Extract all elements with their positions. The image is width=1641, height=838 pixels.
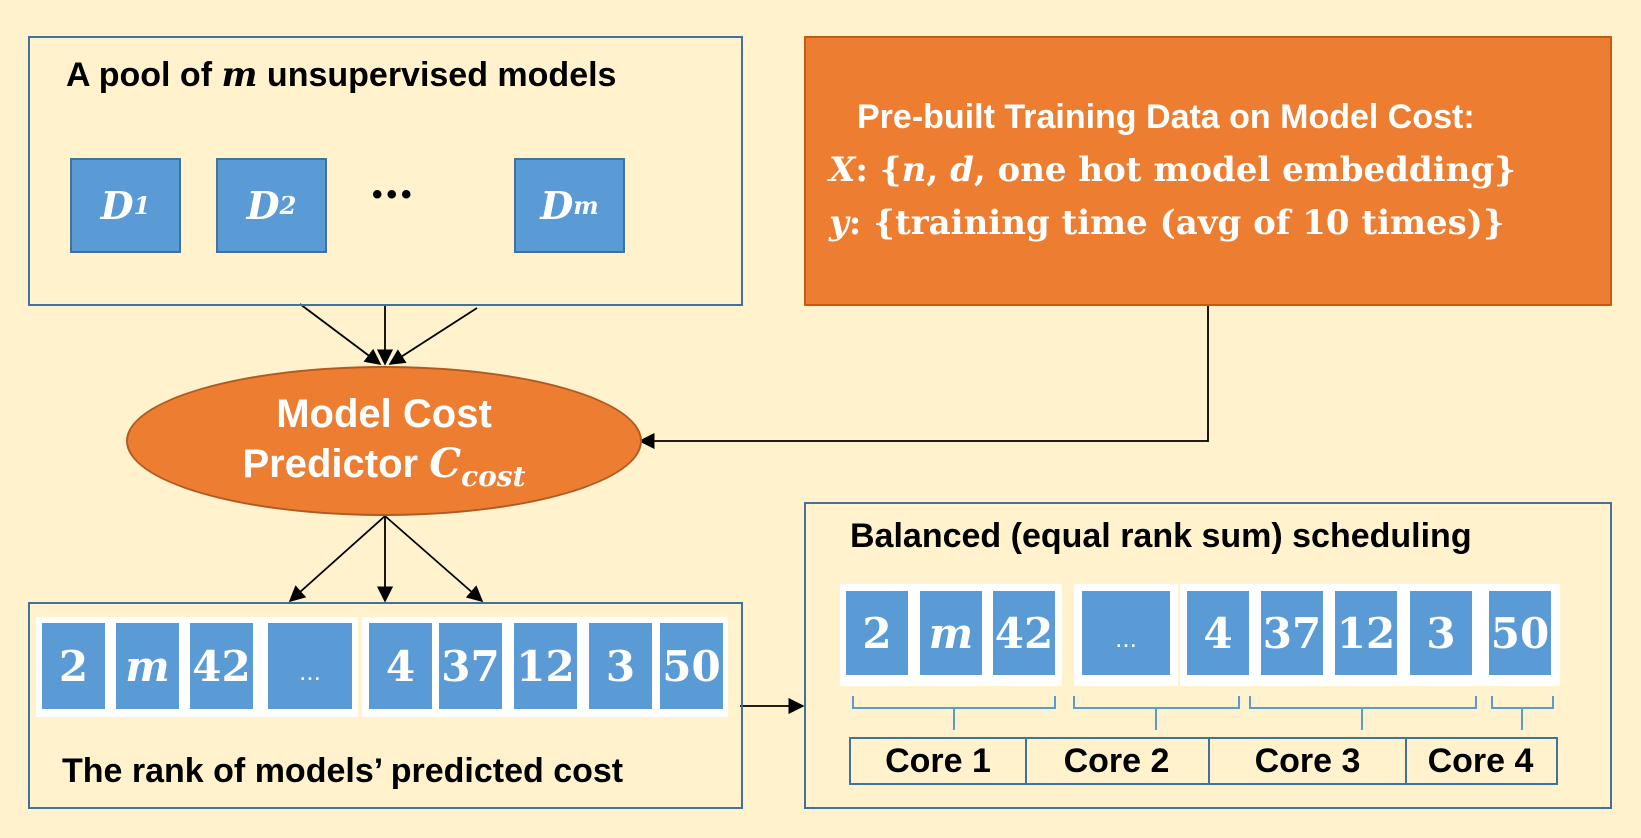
- arrow-predictor-left: [288, 515, 386, 603]
- training-data-box: [804, 36, 1612, 306]
- schedule-cell: 12: [1335, 591, 1397, 675]
- arrow-pool-right: [388, 307, 478, 365]
- core3-bracket: [1249, 696, 1477, 730]
- scheduling-box: [804, 502, 1612, 809]
- rank-box: [28, 602, 743, 809]
- rank-cell: ...: [268, 623, 352, 709]
- rank-cell: 2: [42, 623, 105, 709]
- training-data-y-line: y: {training time (avg of 10 times)}: [829, 203, 1505, 243]
- core2-bracket: [1073, 696, 1240, 730]
- rank-cell: 37: [439, 623, 502, 709]
- model-ellipsis: •••: [372, 178, 416, 211]
- schedule-cell: m: [920, 591, 982, 675]
- rank-cell: 50: [660, 623, 723, 709]
- schedule-cell: 42: [993, 591, 1055, 675]
- schedule-cell: 50: [1489, 591, 1551, 675]
- predictor-line2: Predictor Ccost: [242, 439, 526, 493]
- model-pool-title: A pool of m unsupervised models: [66, 55, 617, 95]
- model-cost-predictor: Model Cost Predictor Ccost: [126, 366, 642, 516]
- core-3: Core 3: [1208, 737, 1407, 785]
- arrow-pool-left: [299, 303, 382, 365]
- schedule-cell: 4: [1187, 591, 1249, 675]
- core1-bracket: [852, 696, 1056, 730]
- rank-cell: 12: [514, 623, 577, 709]
- model-pool-title-var: m: [221, 55, 258, 95]
- arrow-training-to-predictor: [638, 305, 1209, 450]
- schedule-cell: 2: [846, 591, 908, 675]
- rank-cell: 3: [589, 623, 652, 709]
- core4-bracket: [1491, 696, 1554, 730]
- schedule-cell: 3: [1410, 591, 1472, 675]
- schedule-cell: 37: [1261, 591, 1323, 675]
- training-data-title: Pre-built Training Data on Model Cost:: [857, 98, 1475, 136]
- training-data-x-line: X: {n, d, one hot model embedding}: [829, 150, 1516, 190]
- rank-cell: 42: [190, 623, 253, 709]
- schedule-cell: ...: [1082, 591, 1170, 675]
- core-4: Core 4: [1405, 737, 1558, 785]
- rank-cell: m: [116, 623, 179, 709]
- rank-cell: 4: [369, 623, 432, 709]
- core-1: Core 1: [849, 737, 1027, 785]
- scheduling-title: Balanced (equal rank sum) scheduling: [850, 517, 1472, 555]
- predictor-line1: Model Cost: [276, 391, 492, 436]
- model-pool-box: [28, 36, 743, 306]
- core-2: Core 2: [1025, 737, 1210, 785]
- arrow-predictor-right: [384, 515, 484, 603]
- rank-title: The rank of models’ predicted cost: [62, 752, 624, 790]
